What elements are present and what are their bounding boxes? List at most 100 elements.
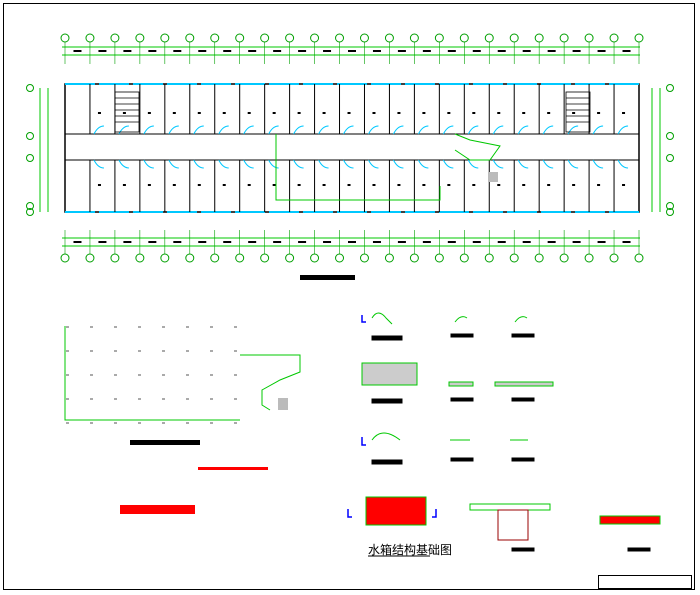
room-label-mark bbox=[572, 112, 576, 114]
door-swing-icon bbox=[442, 159, 454, 169]
drawing-border bbox=[3, 3, 695, 590]
room-label-mark bbox=[322, 112, 326, 114]
detail-caption: 水箱结构基础图 bbox=[368, 543, 453, 557]
dimension-text-mark bbox=[372, 50, 381, 52]
axis-bubble-icon bbox=[110, 253, 120, 263]
axis-bubble-icon bbox=[609, 33, 619, 43]
axis-bubble-icon bbox=[85, 33, 95, 43]
room-label-mark bbox=[422, 112, 426, 114]
notes bbox=[120, 467, 268, 514]
room-label-mark bbox=[372, 184, 376, 186]
door-swing-icon bbox=[318, 125, 329, 135]
grid-point bbox=[210, 350, 213, 352]
grid-point bbox=[90, 326, 93, 328]
door-swing-icon bbox=[343, 125, 354, 135]
door-swing-icon bbox=[93, 159, 104, 169]
axis-bubble-icon bbox=[534, 33, 544, 43]
door-swing-icon bbox=[218, 159, 229, 169]
dimension-text-mark bbox=[572, 50, 581, 52]
captions bbox=[130, 275, 355, 445]
door-swing-icon bbox=[417, 125, 429, 135]
room-label-mark bbox=[447, 184, 451, 186]
detail-drawings bbox=[361, 333, 651, 552]
axis-bubble-icon bbox=[335, 253, 345, 263]
dimension-text-mark bbox=[73, 50, 82, 52]
axis-bubble-icon bbox=[559, 33, 569, 43]
grid-point bbox=[138, 374, 141, 376]
grid-point bbox=[162, 422, 165, 424]
grid-point bbox=[162, 398, 165, 400]
door-swing-icon bbox=[467, 159, 479, 169]
dimension-text-mark bbox=[447, 241, 456, 243]
grid-point bbox=[234, 350, 237, 352]
axis-bubble-icon bbox=[235, 253, 245, 263]
axis-bubble-icon bbox=[285, 253, 295, 263]
door-swing-icon bbox=[592, 125, 604, 135]
door-swing-icon bbox=[168, 159, 179, 169]
dimension-text-mark bbox=[372, 241, 381, 243]
dimension-text-mark bbox=[273, 241, 282, 243]
grid-point bbox=[90, 374, 93, 376]
axis-bubble-icon bbox=[409, 33, 419, 43]
room-label-mark bbox=[297, 112, 301, 114]
dimension-text-mark bbox=[198, 50, 207, 52]
room-label-mark bbox=[122, 112, 126, 114]
axis-bubble-icon bbox=[459, 33, 469, 43]
room-label-mark bbox=[447, 112, 451, 114]
axis-bubble-icon bbox=[666, 208, 674, 216]
room-label-mark bbox=[347, 184, 351, 186]
grid-point bbox=[114, 422, 117, 424]
grid-point bbox=[90, 398, 93, 400]
axis-bubble-icon bbox=[584, 33, 594, 43]
room-label-mark bbox=[122, 184, 126, 186]
grid-point bbox=[66, 398, 69, 400]
axis-bubble-icon bbox=[666, 154, 674, 162]
axis-bubble-icon bbox=[634, 253, 644, 263]
grid-point bbox=[66, 326, 69, 328]
grid-point bbox=[162, 326, 165, 328]
room-label-mark bbox=[547, 112, 551, 114]
door-swing-icon bbox=[617, 159, 629, 169]
door-swing-icon bbox=[392, 125, 404, 135]
dimension-text-mark bbox=[522, 50, 531, 52]
axis-bubble-icon bbox=[459, 253, 469, 263]
grid-point bbox=[138, 398, 141, 400]
room-label-mark bbox=[97, 112, 101, 114]
door-swing-icon bbox=[467, 125, 479, 135]
dimension-text-mark bbox=[323, 241, 332, 243]
dimension-text-mark bbox=[622, 241, 631, 243]
axis-bubble-icon bbox=[666, 132, 674, 140]
grid-point bbox=[210, 422, 213, 424]
axis-bubble-icon bbox=[534, 253, 544, 263]
door-swing-icon bbox=[592, 159, 604, 169]
room-label-mark bbox=[247, 184, 251, 186]
axis-bubble-icon bbox=[285, 33, 295, 43]
door-swing-icon bbox=[118, 125, 129, 135]
room-label-mark bbox=[522, 112, 526, 114]
axis-bubble-icon bbox=[135, 253, 145, 263]
grid-point bbox=[234, 398, 237, 400]
dimension-text-mark bbox=[547, 241, 556, 243]
dimension-text-mark bbox=[497, 50, 506, 52]
axis-bubble-icon bbox=[310, 33, 320, 43]
door-swing-icon bbox=[243, 125, 254, 135]
room-label-mark bbox=[597, 112, 601, 114]
room-label-mark bbox=[622, 112, 626, 114]
door-swing-icon bbox=[542, 125, 554, 135]
room-label-mark bbox=[272, 184, 276, 186]
axis-bubble-icon bbox=[634, 33, 644, 43]
axis-bubble-icon bbox=[609, 253, 619, 263]
door-swing-icon bbox=[193, 159, 204, 169]
room-label-mark bbox=[597, 184, 601, 186]
door-swing-icon bbox=[517, 125, 529, 135]
title-block bbox=[598, 575, 692, 589]
top-axis-bubbles bbox=[60, 33, 644, 64]
axis-bubble-icon bbox=[359, 33, 369, 43]
door-swing-icon bbox=[143, 159, 154, 169]
axis-bubble-icon bbox=[60, 253, 70, 263]
room-label-mark bbox=[622, 184, 626, 186]
door-swing-icon bbox=[168, 125, 179, 135]
room-label-mark bbox=[172, 112, 176, 114]
grid-point bbox=[90, 350, 93, 352]
grid-point bbox=[210, 398, 213, 400]
